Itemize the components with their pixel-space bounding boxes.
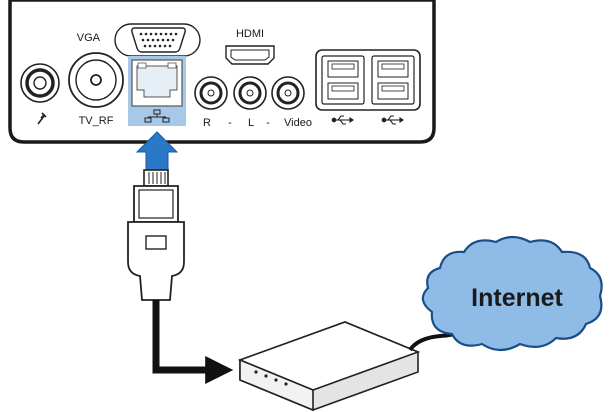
vga-label: VGA: [77, 32, 101, 44]
usb-icon: [331, 115, 354, 125]
separator-1: -: [228, 117, 232, 129]
ethernet-cable: [152, 300, 234, 384]
hdmi-label: HDMI: [236, 28, 264, 40]
tv-rf-label: TV_RF: [79, 115, 114, 127]
network-router: [237, 321, 421, 412]
audio-l-jack: [233, 76, 267, 110]
video-jack: [271, 76, 305, 110]
vga-port: [114, 23, 201, 57]
audio-l-label: L: [248, 117, 254, 129]
audio-r-label: R: [203, 117, 211, 129]
network-icon: [144, 109, 170, 123]
usb-icon: [381, 115, 404, 125]
lan-port: [128, 56, 186, 126]
antenna-port: [20, 63, 60, 103]
cloud-icon: [421, 235, 603, 352]
antenna-icon: [37, 112, 47, 125]
hdmi-port: [225, 45, 275, 65]
rj45-plug: [127, 169, 185, 301]
internet-label: Internet: [471, 284, 563, 312]
tv-rf-port: [68, 52, 124, 108]
video-label: Video: [284, 117, 312, 129]
separator-2: -: [266, 117, 270, 129]
usb-port-bank: [315, 49, 421, 111]
audio-r-jack: [194, 76, 228, 110]
insert-arrow: [135, 131, 179, 173]
